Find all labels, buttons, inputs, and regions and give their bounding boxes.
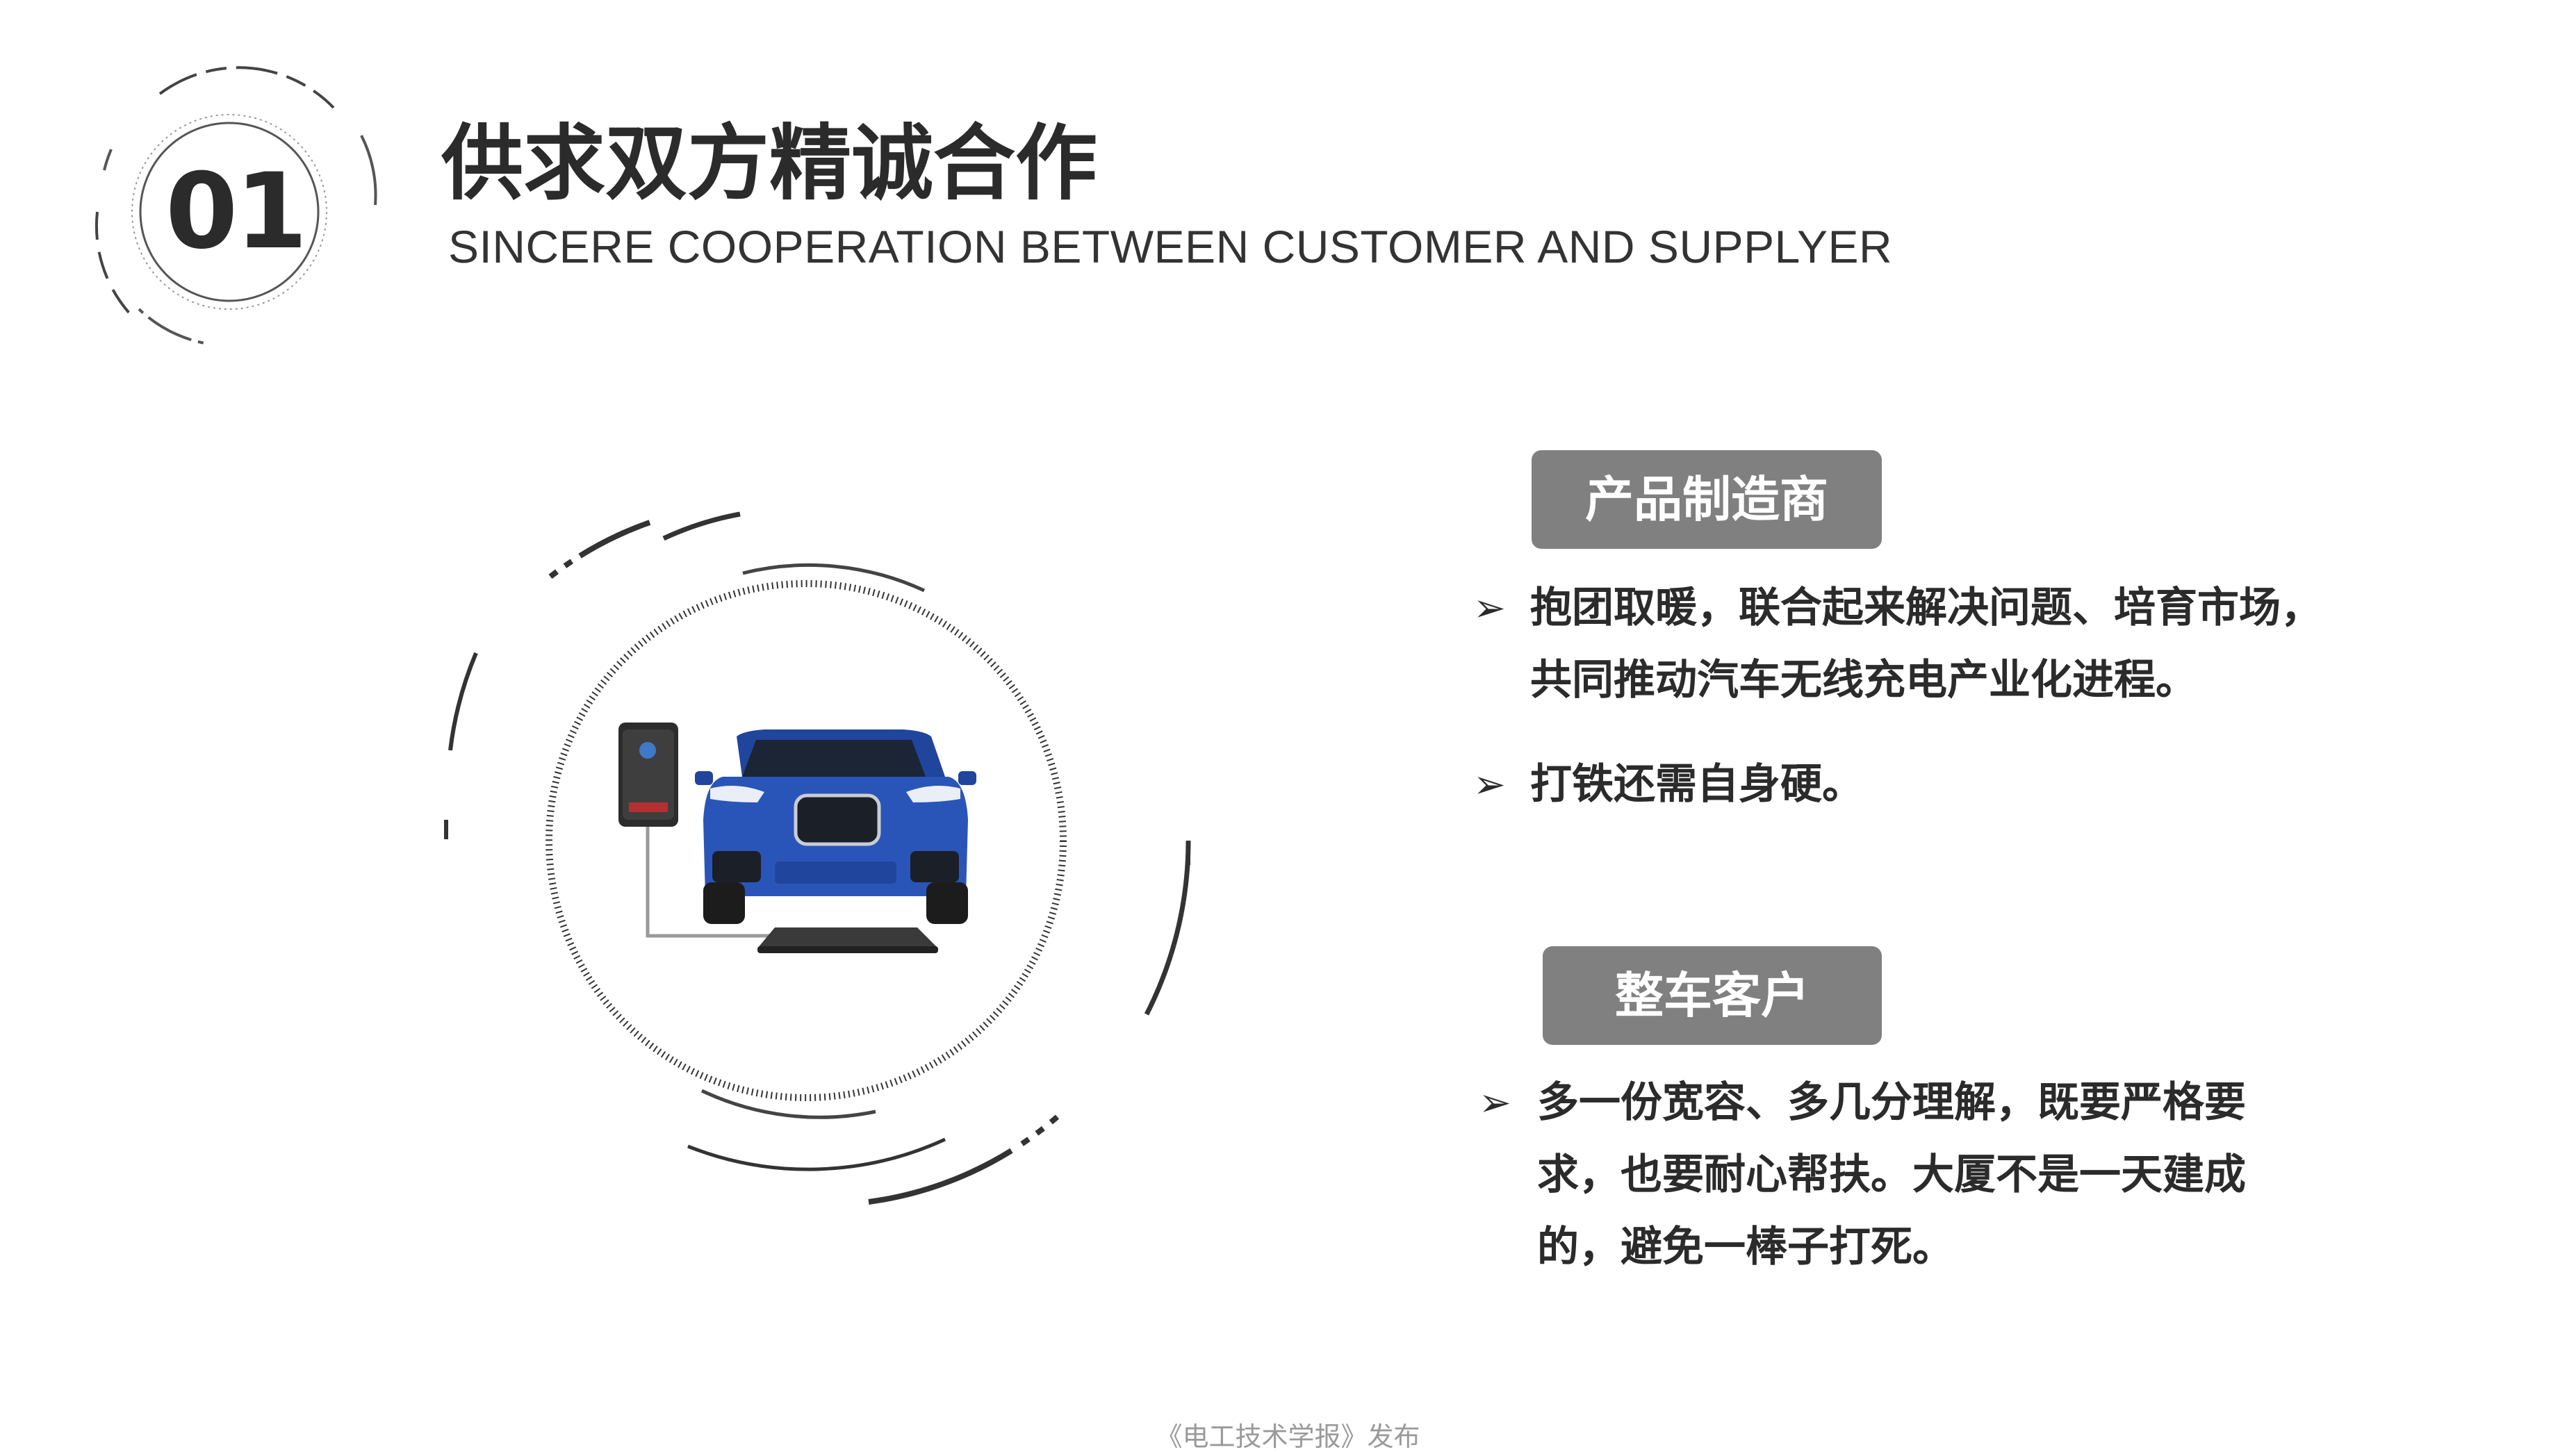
page-subtitle: SINCERE COOPERATION BETWEEN CUSTOMER AND… <box>448 221 1893 272</box>
charging-pad-icon <box>757 927 938 953</box>
illustration-rings <box>444 511 1191 1205</box>
suv-car-icon <box>695 729 976 924</box>
bullet-line: 求，也要耐心帮扶。大厦不是一天建成 <box>1537 1150 2246 1199</box>
tag-product-manufacturer: 产品制造商 <box>1532 450 1882 549</box>
bullet-arrow-icon: ➢ <box>1473 586 1506 631</box>
bullet-arrow-icon: ➢ <box>1479 1080 1511 1125</box>
page-title: 供求双方精诚合作 <box>441 115 1098 211</box>
bullet-line: 多一份宽容、多几分理解，既要严格要 <box>1537 1078 2246 1127</box>
tag-vehicle-customer: 整车客户 <box>1543 946 1882 1045</box>
bullet-line: 的，避免一棒子打死。 <box>1537 1223 1954 1271</box>
wireless-charging-illustration <box>444 511 1191 1205</box>
footer-source: 《电工技术学报》发布 <box>1156 1421 1420 1452</box>
bullet-line: 抱团取暖，联合起来解决问题、培育市场， <box>1530 584 2322 632</box>
wall-charger-icon <box>618 723 778 938</box>
section-number: 01 <box>165 151 308 272</box>
section-number-decoration <box>95 66 377 345</box>
bullet-arrow-icon: ➢ <box>1473 762 1506 807</box>
bullet-line: 打铁还需自身硬。 <box>1530 760 1864 809</box>
bullet-line: 共同推动汽车无线充电产业化进程。 <box>1530 656 2197 704</box>
